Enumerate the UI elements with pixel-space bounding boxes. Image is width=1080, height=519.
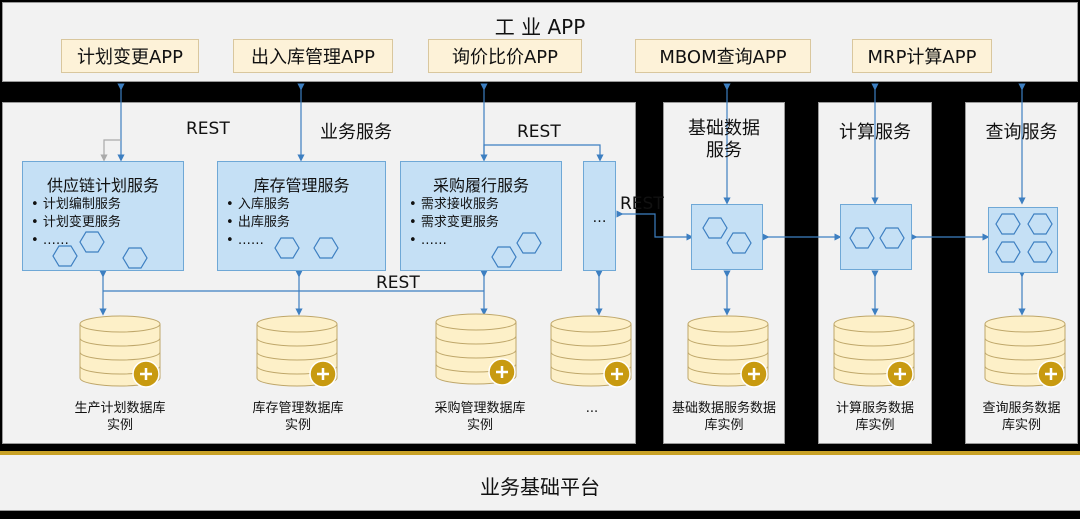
rest-label-bus: REST	[376, 273, 420, 293]
service-title: 库存管理服务	[253, 176, 350, 195]
hexagon-icon	[879, 227, 905, 249]
hexagon-icon	[274, 237, 300, 259]
service-item: 计划变更服务	[31, 214, 121, 232]
rest-label-right: REST	[517, 122, 561, 142]
database-icon	[686, 314, 770, 389]
service-item-list: 入库服务 出库服务 ……	[226, 196, 290, 250]
service-item: 出库服务	[226, 214, 290, 232]
database-icon	[78, 314, 162, 389]
service-item: ……	[409, 232, 499, 250]
app-mbom-query[interactable]: MBOM查询APP	[635, 39, 811, 73]
service-supply-chain-plan[interactable]: 供应链计划服务 计划编制服务 计划变更服务 ……	[22, 161, 184, 271]
app-inout-stock[interactable]: 出入库管理APP	[233, 39, 393, 73]
rest-label-left: REST	[186, 119, 230, 139]
industrial-app-title: 工 业 APP	[494, 15, 586, 39]
service-item: ……	[31, 232, 121, 250]
business-platform-title: 业务基础平台	[480, 475, 600, 499]
db-label-inventory: 库存管理数据库 实例	[252, 401, 344, 433]
service-title: 采购履行服务	[432, 176, 529, 195]
service-more[interactable]: …	[583, 161, 616, 271]
db-label-more: ...	[585, 401, 599, 416]
database-icon	[832, 314, 916, 389]
hexagon-icon	[52, 245, 78, 267]
database-icon	[549, 314, 633, 389]
hexagon-icon	[849, 227, 875, 249]
hexagon-icon	[516, 232, 542, 254]
service-item: ……	[226, 232, 290, 250]
hexagon-icon	[491, 246, 517, 268]
service-item: 入库服务	[226, 196, 290, 214]
hexagon-icon	[702, 217, 728, 239]
service-item: 需求接收服务	[409, 196, 499, 214]
service-more-ellipsis: …	[592, 210, 607, 226]
query-services-title: 查询服务	[985, 122, 1058, 143]
app-mrp-compute[interactable]: MRP计算APP	[852, 39, 992, 73]
db-label-procurement: 采购管理数据库 实例	[434, 401, 526, 433]
hexagon-icon	[995, 213, 1021, 235]
rest-label-cross: REST	[620, 194, 664, 214]
service-title: 供应链计划服务	[46, 176, 159, 195]
database-icon	[434, 312, 518, 387]
compute-services-title: 计算服务	[839, 122, 911, 143]
hexagon-icon	[1027, 213, 1053, 235]
hexagon-icon	[122, 247, 148, 269]
base-data-services-title: 基础数据 服务	[688, 118, 760, 161]
service-item: 计划编制服务	[31, 196, 121, 214]
database-icon	[983, 314, 1067, 389]
hexagon-icon	[1027, 241, 1053, 263]
app-inquiry-compare[interactable]: 询价比价APP	[428, 39, 582, 73]
db-label-query: 查询服务数据 库实例	[982, 401, 1061, 433]
db-label-base-data: 基础数据服务数据 库实例	[671, 401, 776, 433]
service-item-list: 计划编制服务 计划变更服务 ……	[31, 196, 121, 250]
database-icon	[255, 314, 339, 389]
app-plan-change[interactable]: 计划变更APP	[61, 39, 199, 73]
hexagon-icon	[726, 232, 752, 254]
service-item-list: 需求接收服务 需求变更服务 ……	[409, 196, 499, 250]
business-services-title: 业务服务	[320, 122, 392, 143]
db-label-production-plan: 生产计划数据库 实例	[74, 401, 166, 433]
business-platform-layer: 业务基础平台	[0, 451, 1080, 511]
hexagon-icon	[79, 231, 105, 253]
base-data-service-box[interactable]	[691, 204, 763, 270]
hexagon-icon	[313, 237, 339, 259]
service-inventory-management[interactable]: 库存管理服务 入库服务 出库服务 ……	[217, 161, 386, 271]
db-label-compute: 计算服务数据 库实例	[835, 401, 914, 433]
hexagon-icon	[995, 241, 1021, 263]
service-item: 需求变更服务	[409, 214, 499, 232]
